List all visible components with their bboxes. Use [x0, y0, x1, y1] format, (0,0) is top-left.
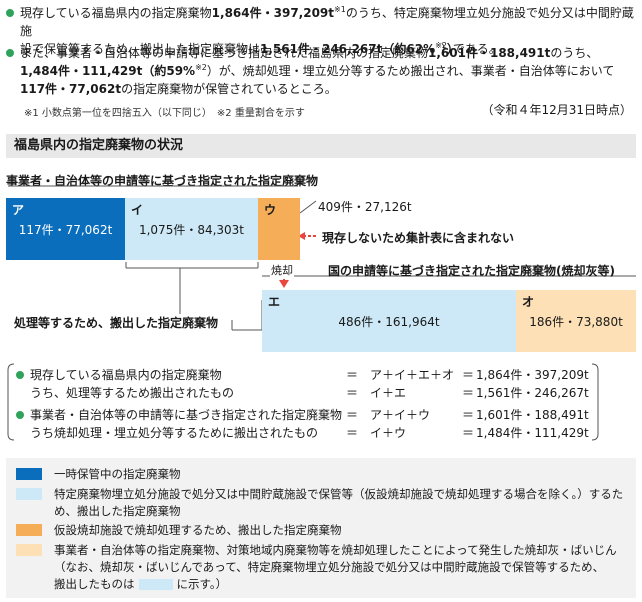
legend-text: （なお、焼却灰・ばいじんであって、特定廃棄物埋立処分施設で処分又は中間貯蔵施設で…: [54, 560, 605, 574]
box-e-national-carried-out: エ 486件・161,964t: [262, 290, 516, 352]
swatch-light-blue: [16, 488, 42, 500]
legend-item-incinerated: 仮設焼却施設で焼却処理するため、搬出した指定廃棄物: [16, 522, 626, 539]
green-bullet-icon: [16, 371, 24, 379]
burn-label: 焼却: [270, 262, 294, 278]
summary-formula: イ＋ウ: [370, 426, 407, 440]
legend-text: 事業者・自治体等の指定廃棄物、対策地域内廃棄物等を焼却処理したことによって発生し…: [54, 543, 617, 557]
text: 1,484件・111,429t: [20, 64, 143, 78]
summary-value: 1,601件・188,491t: [476, 408, 589, 422]
summary-brackets: [7, 363, 599, 441]
box-o-incineration-ash: オ 186件・73,880t: [516, 290, 636, 352]
text: （約59%: [142, 64, 196, 78]
summary-equals: ＝: [346, 426, 359, 440]
swatch-dark-blue: [16, 468, 42, 480]
text: ）が、焼却処理・埋立処分等するため搬出され、事業者・自治体等において: [206, 64, 615, 78]
summary-label: 事業者・自治体等の申請等に基づき指定された指定廃棄物: [30, 408, 343, 422]
text: のうち、: [550, 46, 599, 60]
summary-label: うち、処理等するため搬出されたもの: [30, 386, 235, 400]
swatch-peach: [16, 544, 42, 556]
summary-equals: ＝: [462, 426, 475, 440]
legend-item-carried: 特定廃棄物埋立処分施設で処分又は中間貯蔵施設で保管等（仮設焼却施設で焼却処理する…: [16, 486, 626, 520]
u-callout-value: 409件・27,126t: [318, 200, 412, 214]
footnote-ref: ※2: [435, 41, 447, 50]
legend-text: 搬出したものは: [54, 577, 135, 591]
summary-formula: ア＋イ＋ウ: [370, 408, 431, 422]
intro-bullet-2: また、事業者・自治体等の申請等に基づき指定された福島県内の指定廃棄物1,601件…: [6, 44, 634, 98]
box-tag: ア: [12, 203, 25, 217]
box-tag: エ: [268, 295, 281, 309]
box-u-incinerated: ウ: [258, 198, 300, 260]
legend-text: 仮設焼却施設で焼却処理するため、搬出した指定廃棄物: [54, 523, 342, 537]
red-arrow-left-icon: [298, 232, 316, 240]
legend-text: 特定廃棄物埋立処分施設で処分又は中間貯蔵施設で保管等（仮設焼却施設で焼却処理する…: [54, 487, 624, 518]
text: 1,864件・397,209t: [211, 6, 335, 20]
summary-label: うち焼却処理・埋立処分等するために搬出されたもの: [30, 426, 319, 440]
carried-out-label: 処理等するため、搬出した指定廃棄物: [14, 316, 219, 330]
intro-bullet-1: 現存している福島県内の指定廃棄物1,864件・397,209t※1のうち、特定廃…: [6, 4, 634, 58]
box-value: 117件・77,062t: [18, 222, 113, 237]
footnote: ※1 小数点第一位を四捨五入（以下同じ） ※2 重量割合を示す: [24, 108, 305, 119]
legend-item-temporary: 一時保管中の指定廃棄物: [16, 466, 626, 483]
section-title: 福島県内の指定廃棄物の状況: [6, 134, 636, 158]
connector-lines: [8, 185, 636, 331]
text: 117件・77,062t: [20, 82, 122, 96]
legend-item-ash: 事業者・自治体等の指定廃棄物、対策地域内廃棄物等を焼却処理したことによって発生し…: [16, 542, 626, 593]
inline-swatch-light-blue: [138, 579, 173, 590]
legend-panel: [6, 458, 636, 598]
summary-equals: ＝: [462, 408, 475, 422]
text: ）である。: [440, 42, 501, 56]
box-i-carried-out: イ 1,075件・84,303t: [125, 198, 258, 260]
summary-formula: イ＋エ: [370, 386, 407, 400]
text: 現存している福島県内の指定廃棄物: [20, 6, 212, 20]
box-value: 186件・73,880t: [529, 314, 623, 329]
summary-equals: ＝: [346, 408, 359, 422]
summary-label: 現存している福島県内の指定廃棄物: [30, 368, 222, 382]
box-tag: オ: [522, 295, 535, 309]
summary-value: 1,864件・397,209t: [476, 368, 589, 382]
summary-value: 1,561件・246,267t: [476, 386, 589, 400]
summary-formula: ア＋イ＋エ＋オ: [370, 368, 455, 382]
as-of-date: （令和４年12月31日時点）: [481, 103, 632, 117]
text: のうち、特定廃棄物埋立処分施設で処分又は中間貯蔵施: [20, 6, 634, 38]
group2-label: 国の申請等に基づき指定された指定廃棄物(焼却灰等): [328, 264, 615, 278]
green-bullet-icon: [16, 411, 24, 419]
footnote-ref: ※2: [195, 63, 207, 72]
summary-equals: ＝: [462, 386, 475, 400]
summary-equals: ＝: [462, 368, 475, 382]
footnote-ref: ※1: [334, 5, 346, 14]
swatch-orange: [16, 524, 42, 536]
u-note: 現存しないため集計表に含まれない: [322, 231, 515, 245]
box-value: 486件・161,964t: [338, 314, 440, 329]
box-tag: ウ: [264, 203, 277, 217]
text: また、事業者・自治体等の申請等に基づき指定された福島県内の指定廃棄物: [20, 46, 429, 60]
legend-text: 一時保管中の指定廃棄物: [54, 467, 181, 481]
summary-equals: ＝: [346, 386, 359, 400]
group1-label: 事業者・自治体等の申請等に基づき指定された指定廃棄物: [6, 174, 319, 188]
green-bullet-icon: [6, 9, 14, 17]
box-a-temporary-storage: ア 117件・77,062t: [6, 198, 125, 260]
text: 設で保管等するため、搬出した指定廃棄物は: [20, 42, 261, 56]
text: の指定廃棄物が保管されているところ。: [121, 82, 337, 96]
summary-value: 1,484件・111,429t: [476, 426, 589, 440]
text: 1,561件・246,267t: [260, 42, 383, 56]
box-value: 1,075件・84,303t: [138, 222, 245, 237]
green-bullet-icon: [6, 49, 14, 57]
legend-text: に示す。）: [176, 577, 228, 591]
text: （約62%: [382, 42, 436, 56]
summary-equals: ＝: [346, 368, 359, 382]
box-tag: イ: [131, 203, 144, 217]
text: 1,601件・188,491t: [428, 46, 551, 60]
